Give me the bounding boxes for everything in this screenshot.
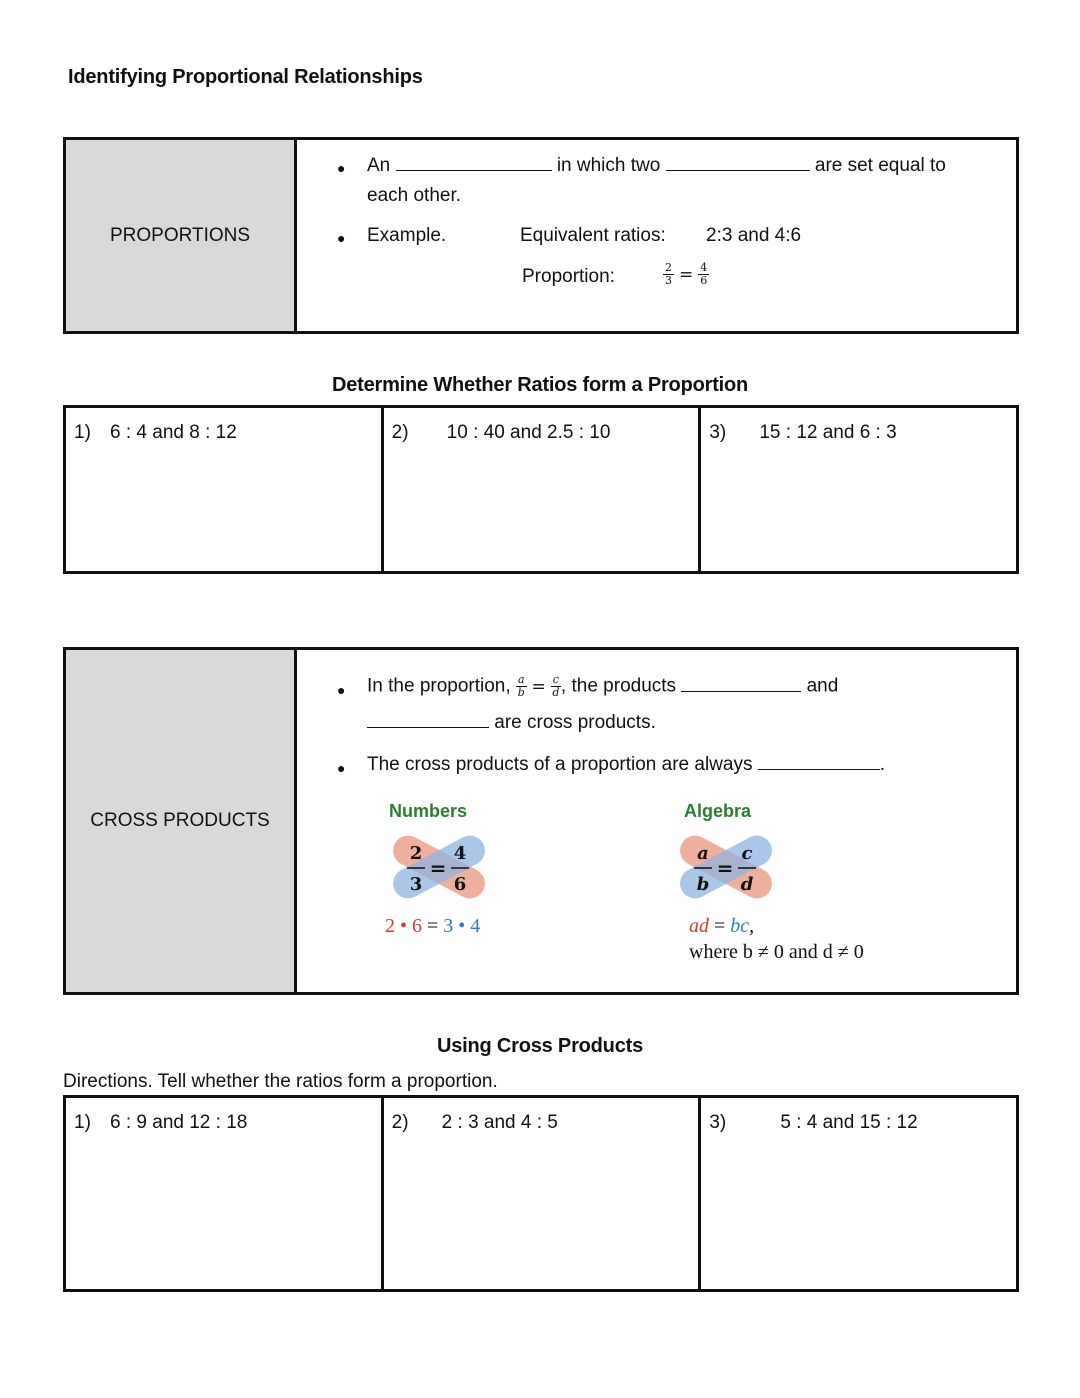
problem-number: 3) bbox=[709, 1112, 727, 1133]
equals-sign: = bbox=[717, 856, 734, 880]
cross-definition-line-2: are cross products. bbox=[367, 712, 656, 734]
numbers-equation: 2 • 6 = 3 • 4 bbox=[385, 915, 481, 937]
problem-number: 1) bbox=[74, 1112, 91, 1133]
equals-sign: = bbox=[531, 676, 546, 697]
cross-always-line: The cross products of a proportion are a… bbox=[367, 754, 886, 775]
problem-text: 6 : 4 and 8 : 12 bbox=[110, 422, 237, 443]
problem-cell[interactable]: 3) 5 : 4 and 15 : 12 bbox=[701, 1098, 1016, 1289]
equivalent-ratios-value: 2:3 and 4:6 bbox=[706, 225, 802, 246]
problem-number: 2) bbox=[391, 422, 409, 443]
cross-text-4: are cross products. bbox=[494, 712, 656, 733]
page-title: Identifying Proportional Relationships bbox=[68, 66, 423, 88]
proportions-box: PROPORTIONS ● An in which two are set eq… bbox=[63, 137, 1019, 334]
bullet-icon: ● bbox=[337, 230, 346, 246]
answer-blank[interactable] bbox=[757, 769, 880, 770]
answer-blank[interactable] bbox=[367, 727, 489, 728]
problem-cell[interactable]: 2) 10 : 40 and 2.5 : 10 bbox=[384, 408, 702, 571]
diagonal-band bbox=[680, 835, 772, 899]
equals-sign: = bbox=[679, 264, 694, 285]
definition-text-1: An bbox=[367, 155, 391, 176]
problem-cell[interactable]: 2) 2 : 3 and 4 : 5 bbox=[384, 1098, 702, 1289]
problem-cell[interactable]: 1) 6 : 9 and 12 : 18 bbox=[66, 1098, 384, 1289]
algebra-cross-diagram: a c b d = bbox=[680, 835, 772, 899]
proportions-definition: ● An in which two are set equal to each … bbox=[297, 140, 1016, 331]
cross-text-3: and bbox=[806, 675, 839, 697]
problem-grid: 1) 6 : 4 and 8 : 12 2) 10 : 40 and 2.5 :… bbox=[63, 405, 1019, 574]
numerator: a bbox=[697, 843, 709, 864]
denominator: 3 bbox=[410, 874, 423, 895]
diagonal-band bbox=[393, 835, 485, 899]
denominator: d bbox=[741, 874, 754, 895]
algebra-condition: where b ≠ 0 and d ≠ 0 bbox=[689, 941, 864, 963]
equals-sign: = bbox=[430, 856, 447, 880]
problem-text: 10 : 40 and 2.5 : 10 bbox=[446, 422, 611, 443]
cross-text-2: , the products bbox=[560, 675, 677, 697]
problem-cell[interactable]: 1) 6 : 4 and 8 : 12 bbox=[66, 408, 384, 571]
problem-text: 5 : 4 and 15 : 12 bbox=[780, 1112, 918, 1133]
directions: Directions. Tell whether the ratios form… bbox=[63, 1071, 498, 1092]
problem-text: 6 : 9 and 12 : 18 bbox=[110, 1112, 248, 1133]
bullet-icon: ● bbox=[337, 682, 346, 698]
answer-blank[interactable] bbox=[665, 170, 810, 171]
section-title: Determine Whether Ratios form a Proporti… bbox=[331, 374, 749, 396]
cross-text-1: In the proportion, bbox=[367, 675, 511, 697]
numerator: 4 bbox=[454, 843, 467, 864]
proportions-term: PROPORTIONS bbox=[66, 140, 297, 331]
proportion-label: Proportion: bbox=[522, 266, 615, 287]
numbers-label: Numbers bbox=[389, 801, 468, 821]
definition-text-3: are set equal to bbox=[814, 155, 946, 176]
section-title: Using Cross Products bbox=[436, 1035, 644, 1057]
answer-blank[interactable] bbox=[395, 170, 552, 171]
problem-cell[interactable]: 3) 15 : 12 and 6 : 3 bbox=[701, 408, 1016, 571]
example-label: Example. bbox=[367, 225, 447, 246]
bullet-icon: ● bbox=[337, 160, 346, 176]
algebra-label: Algebra bbox=[684, 801, 752, 821]
algebra-equation: ad = bc, bbox=[689, 915, 755, 937]
numerator: 2 bbox=[410, 843, 423, 864]
definition-line-1: An in which two are set equal to bbox=[367, 155, 946, 177]
problem-text: 2 : 3 and 4 : 5 bbox=[441, 1112, 558, 1133]
numerator: c bbox=[742, 843, 753, 864]
definition-text-2: in which two bbox=[556, 155, 661, 176]
problem-number: 3) bbox=[709, 422, 727, 443]
numbers-cross-diagram: 2 4 3 6 = bbox=[393, 835, 485, 899]
problem-number: 1) bbox=[74, 422, 91, 443]
cross-products-term: CROSS PRODUCTS bbox=[66, 650, 297, 992]
problem-grid: 1) 6 : 9 and 12 : 18 2) 2 : 3 and 4 : 5 … bbox=[63, 1095, 1019, 1292]
bullet-icon: ● bbox=[337, 760, 346, 776]
answer-blank[interactable] bbox=[681, 690, 802, 692]
equivalent-ratios-label: Equivalent ratios: bbox=[520, 225, 666, 246]
cross-always-text: The cross products of a proportion are a… bbox=[367, 754, 753, 775]
problem-number: 2) bbox=[391, 1112, 409, 1133]
denominator: b bbox=[697, 874, 710, 895]
denominator: 6 bbox=[454, 874, 467, 895]
definition-line-2: each other. bbox=[367, 185, 462, 206]
problem-text: 15 : 12 and 6 : 3 bbox=[759, 422, 897, 443]
